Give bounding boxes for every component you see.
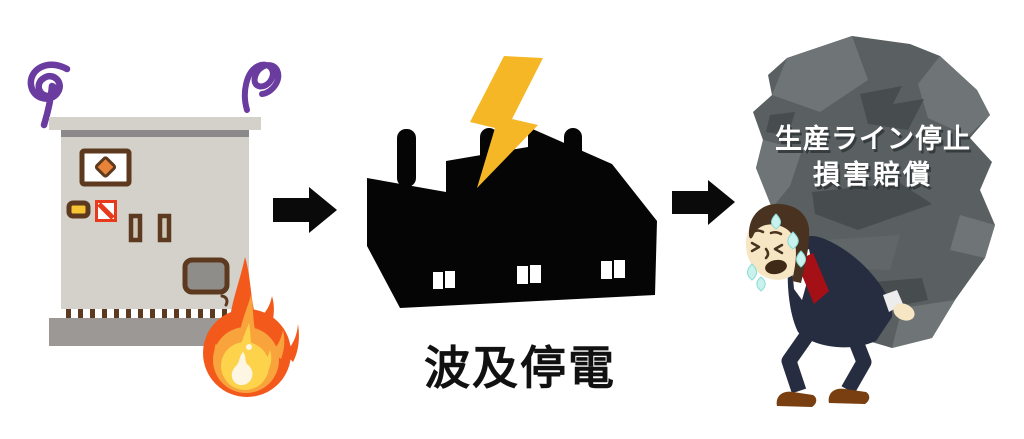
sweat-drops	[747, 213, 806, 292]
vent-slot-left	[128, 213, 143, 243]
arrow-right-icon-1	[273, 187, 337, 233]
vent-slot-right	[157, 213, 172, 243]
rock-facet	[772, 36, 868, 112]
fire-outer-lick-upper-right	[260, 296, 274, 326]
factory-chimney-1	[397, 129, 416, 187]
rock-facet	[918, 56, 990, 136]
electrical-cubicle-illustration	[49, 117, 261, 346]
fire-core-layer	[231, 344, 253, 386]
rock-label-line1: 生産ライン停止	[775, 123, 971, 154]
rock-label-line2: 損害賠償	[813, 159, 933, 190]
rock-facet	[950, 215, 995, 258]
access-panel	[182, 257, 230, 295]
rock-facets-light	[756, 36, 995, 348]
eyebrows	[751, 229, 783, 236]
yellow-indicator-button	[66, 200, 91, 219]
fire-core-blob	[231, 352, 253, 386]
cubicle-lid	[49, 117, 261, 130]
vent-teeth-row	[66, 309, 251, 318]
factory-body	[367, 127, 657, 308]
fire-core-spark	[246, 344, 252, 350]
panel-crack-mark	[220, 294, 229, 307]
shoe-front	[776, 391, 817, 407]
open-mouth	[765, 259, 787, 275]
fire-outer-lick-right	[284, 324, 299, 362]
closed-eyes	[750, 241, 784, 255]
lightning-bolt-icon	[470, 56, 543, 188]
businessman-illustration	[745, 203, 915, 407]
hazard-red-tile-icon	[95, 200, 117, 222]
nose	[764, 247, 770, 260]
warning-sign-diamond-icon	[94, 156, 117, 178]
rock-facet	[756, 140, 802, 208]
factory-silhouette-icon	[367, 127, 657, 308]
caption-text: 波及停電	[424, 342, 616, 394]
rock-facet	[766, 112, 795, 136]
smoke-squiggle-right-icon	[241, 61, 282, 113]
smoke-squiggle-left-icon	[27, 61, 71, 129]
rock-facet	[860, 86, 924, 130]
hair	[748, 203, 810, 283]
rock-facet	[812, 183, 932, 230]
fire-icon	[203, 257, 299, 397]
shoe-back	[828, 388, 870, 404]
arrow-right-icon-2	[672, 180, 735, 225]
cubicle-top-band	[61, 130, 249, 137]
fire-mid-lick-top	[240, 295, 257, 338]
factory-windows	[433, 260, 625, 289]
fire-inner-lick-right	[261, 350, 272, 371]
fire-mid-lick-right	[271, 330, 285, 359]
leg-front	[781, 326, 817, 394]
hand	[893, 303, 915, 321]
hazard-tile-stripe	[97, 202, 115, 220]
